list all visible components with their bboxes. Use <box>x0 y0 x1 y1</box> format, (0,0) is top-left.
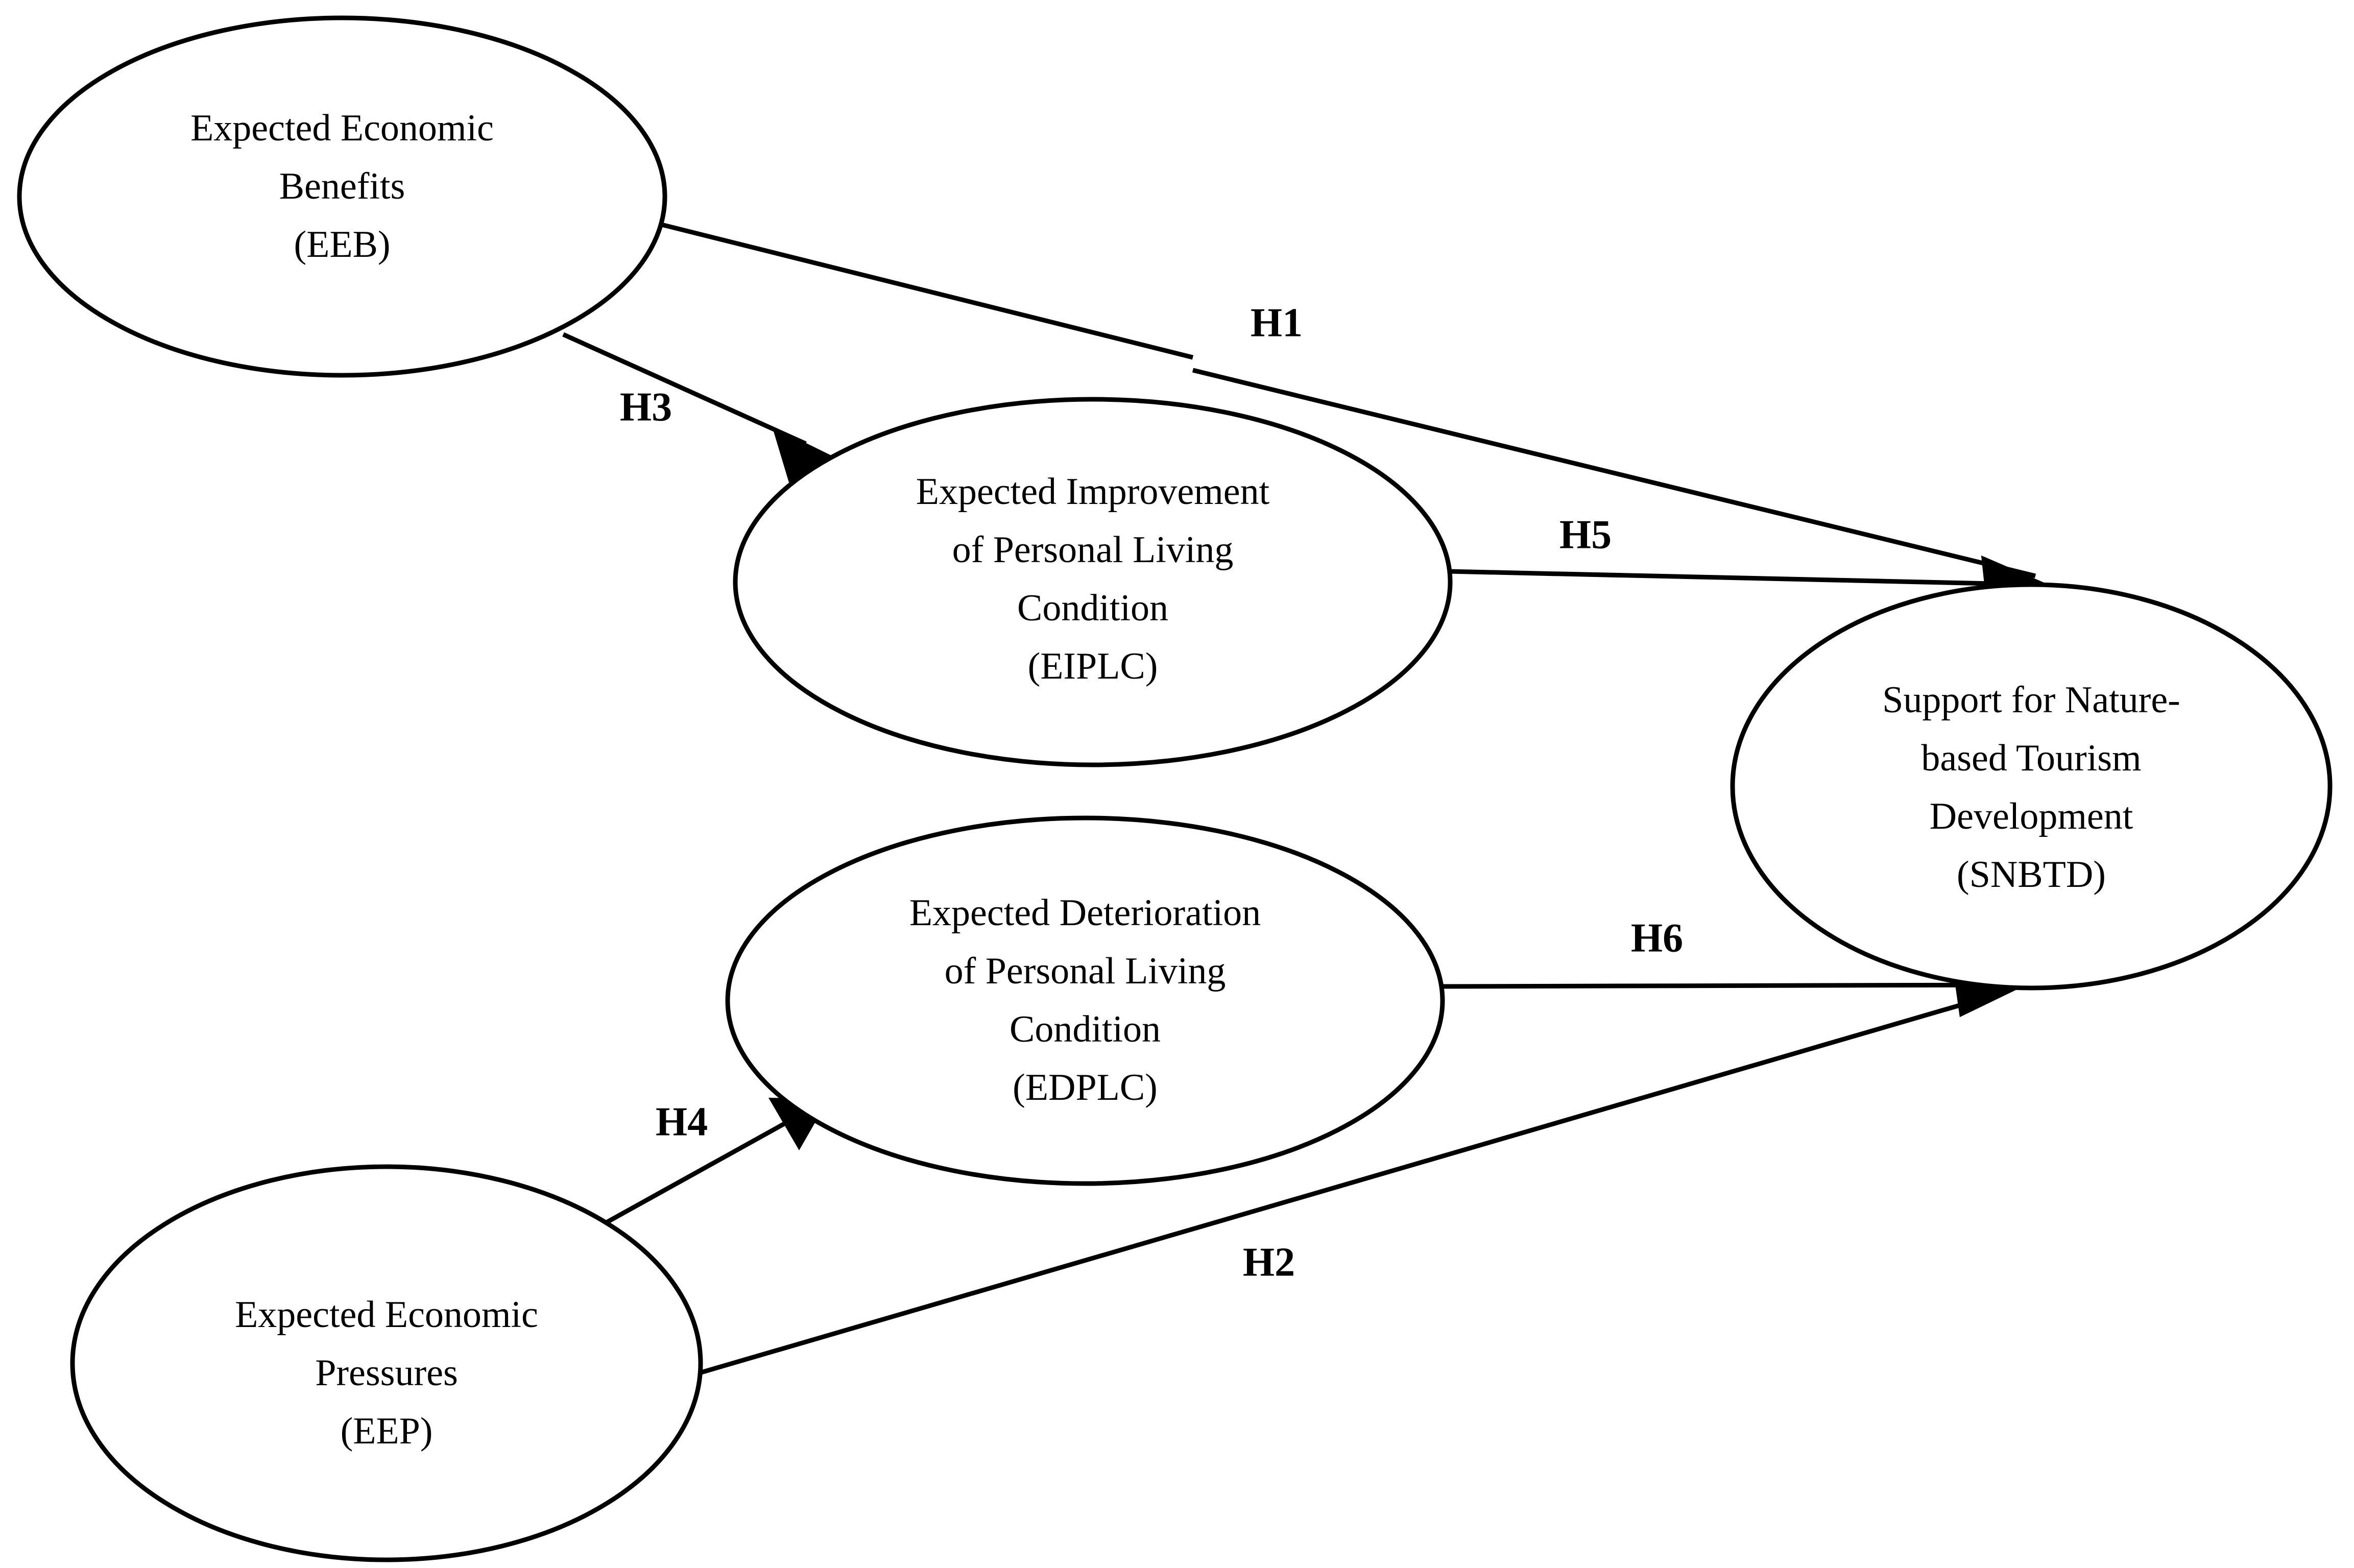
node-ellipse-edplc[interactable] <box>725 815 1445 1186</box>
node-label-eep-line-1: Pressures <box>315 1352 458 1394</box>
node-label-eiplc-line-1: of Personal Living <box>952 529 1234 571</box>
node-ellipse-snbtd[interactable] <box>1730 582 2333 991</box>
node-label-edplc-line-1: of Personal Living <box>945 950 1226 992</box>
edge-label-h5: H5 <box>1559 512 1612 557</box>
node-ellipse-eep[interactable] <box>70 1164 703 1562</box>
node-label-snbtd-line-2: Development <box>1930 795 2133 837</box>
node-label-edplc: Expected Deterioration of Personal Livin… <box>909 892 1261 1108</box>
edge-label-h2: H2 <box>1243 1240 1295 1285</box>
node-label-snbtd-line-1: based Tourism <box>1921 737 2141 779</box>
edge-h1-line-a <box>634 215 1194 360</box>
node-ellipse-eeb[interactable] <box>17 15 667 378</box>
node-label-eiplc-line-2: Condition <box>1017 587 1168 629</box>
node-label-eiplc-line-0: Expected Improvement <box>916 471 1270 513</box>
node-label-edplc-line-0: Expected Deterioration <box>909 892 1261 934</box>
node-label-edplc-line-3: (EDPLC) <box>1013 1067 1158 1108</box>
edge-h3 <box>562 332 832 483</box>
node-label-eiplc-line-3: (EIPLC) <box>1028 645 1158 687</box>
edge-label-h1: H1 <box>1251 300 1303 345</box>
node-label-snbtd-line-0: Support for Nature- <box>1882 679 2180 721</box>
edge-label-h4: H4 <box>656 1099 708 1144</box>
edge-label-h3: H3 <box>620 384 672 429</box>
edge-h3-line <box>562 332 807 446</box>
node-label-eeb-line-1: Benefits <box>279 165 405 207</box>
edge-h3-arrowhead <box>772 426 832 483</box>
edge-h6-line <box>1440 982 2007 989</box>
node-label-eeb: Expected Economic Benefits (EEB) <box>190 107 494 266</box>
node-label-eiplc: Expected Improvement of Personal Living … <box>916 471 1270 687</box>
node-label-eeb-line-0: Expected Economic <box>190 107 494 149</box>
node-label-eeb-line-2: (EEB) <box>294 224 390 266</box>
node-label-edplc-line-2: Condition <box>1010 1008 1161 1050</box>
edge-h1-line-b <box>1192 368 2036 578</box>
edge-h2-line <box>696 989 2008 1376</box>
node-label-eep-line-2: (EEP) <box>341 1410 433 1452</box>
node-label-eep-line-0: Expected Economic <box>235 1294 538 1336</box>
node-ellipse-eiplc[interactable] <box>733 397 1453 767</box>
edge-h5-line <box>1448 569 2036 587</box>
node-label-eep: Expected Economic Pressures (EEP) <box>235 1294 538 1452</box>
node-label-snbtd: Support for Nature- based Tourism Develo… <box>1882 679 2180 896</box>
edge-label-h6: H6 <box>1631 915 1683 960</box>
node-label-snbtd-line-3: (SNBTD) <box>1957 854 2106 896</box>
